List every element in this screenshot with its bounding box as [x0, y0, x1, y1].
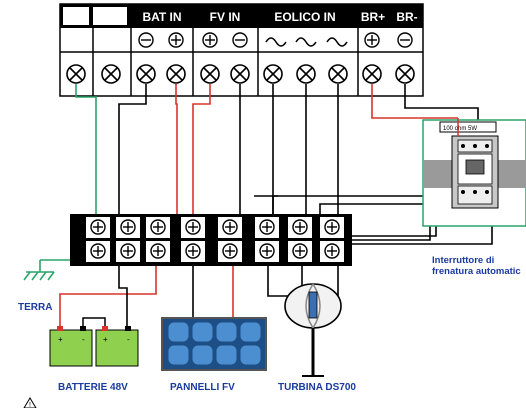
turbina-label: TURBINA DS700 [278, 382, 356, 393]
br-plus-symbol [364, 32, 380, 48]
fv-in-label: FV IN [210, 10, 241, 24]
br-plus-label: BR+ [361, 10, 385, 24]
fv-plus-symbol [202, 32, 218, 48]
bat-plus-wire [175, 84, 178, 218]
svg-text:+: + [58, 335, 63, 344]
battery-icon: + - + - [49, 317, 139, 367]
terra-label: TERRA [18, 302, 52, 313]
br-minus-label: BR- [396, 10, 417, 24]
fv-minus-symbol [232, 32, 248, 48]
brake-switch: 100 ohm 5W [422, 118, 526, 227]
controller-terminal-block: BAT IN FV IN EOLICO IN BR+ BR- [59, 3, 424, 97]
br-minus-wire [404, 84, 479, 125]
bat-in-label: BAT IN [142, 10, 181, 24]
interruttore-label-2: frenatura automatic [432, 266, 521, 277]
eolico-ac-symbols [265, 37, 348, 47]
bat-plus-symbol [168, 32, 184, 48]
svg-text:+: + [103, 335, 108, 344]
eolico-in-label: EOLICO IN [274, 10, 335, 24]
bat-minus-wire [118, 84, 147, 218]
terminal-strip [70, 214, 352, 266]
fv-plus-wire [192, 84, 211, 218]
resistor-label: 100 ohm 5W [443, 126, 477, 132]
wind-turbine-icon [284, 283, 342, 377]
ground-icon [23, 271, 55, 281]
pannelli-label: PANNELLI FV [170, 382, 235, 393]
br-minus-symbol [397, 32, 413, 48]
br-plus-wire [371, 84, 458, 119]
batterie-label: BATTERIE 48V [58, 382, 128, 393]
svg-text:-: - [127, 335, 130, 344]
svg-text:-: - [82, 335, 85, 344]
bat-minus-symbol [138, 32, 154, 48]
warning-icon: ! [23, 397, 37, 408]
solar-panel-icon [161, 317, 267, 371]
svg-text:!: ! [29, 402, 31, 408]
interruttore-label-1: Interruttore di [432, 255, 494, 266]
